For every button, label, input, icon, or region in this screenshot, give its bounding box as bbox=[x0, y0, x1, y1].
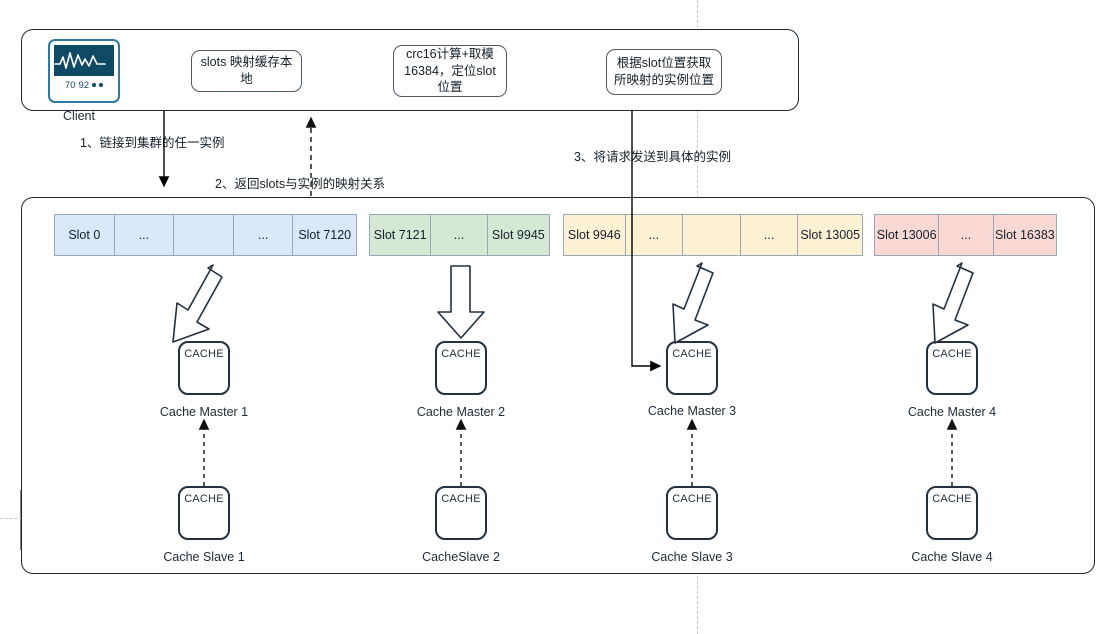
cache-master-1-caption: Cache Master 1 bbox=[159, 405, 249, 419]
cache-node-box: CACHE bbox=[666, 486, 718, 540]
cache-master-3[interactable]: CACHE bbox=[666, 341, 718, 395]
cache-master-4[interactable]: CACHE bbox=[926, 341, 978, 395]
cache-node-label: CACHE bbox=[672, 493, 712, 505]
cache-node-label: CACHE bbox=[441, 348, 481, 360]
slot-cell[interactable]: ... bbox=[114, 215, 175, 255]
cache-node-label: CACHE bbox=[184, 348, 224, 360]
cache-node-box: CACHE bbox=[666, 341, 718, 395]
flow-label-2: 2、返回slots与实例的映射关系 bbox=[215, 177, 386, 191]
cache-node-label: CACHE bbox=[932, 348, 972, 360]
note-locate-instance-text: 根据slot位置获取所映射的实例位置 bbox=[613, 56, 714, 87]
cache-node-label: CACHE bbox=[441, 493, 481, 505]
cache-slave-4[interactable]: CACHE bbox=[926, 486, 978, 540]
waveform-screen bbox=[54, 45, 114, 76]
slot-cell[interactable]: ... bbox=[625, 215, 684, 255]
slot-range-1[interactable]: Slot 0 ... ... Slot 7120 bbox=[54, 214, 357, 256]
client-node[interactable]: 70 92 Client bbox=[48, 39, 120, 124]
slot-cell[interactable]: Slot 13005 bbox=[798, 215, 862, 255]
cache-node-box: CACHE bbox=[435, 486, 487, 540]
slot-cell[interactable]: ... bbox=[431, 215, 488, 255]
cache-slave-2-caption: CacheSlave 2 bbox=[422, 550, 500, 564]
cache-slave-4-caption: Cache Slave 4 bbox=[911, 550, 993, 564]
client-readout: 70 92 bbox=[54, 76, 114, 94]
cache-node-box: CACHE bbox=[178, 486, 230, 540]
cache-slave-3-caption: Cache Slave 3 bbox=[651, 550, 733, 564]
slot-cell[interactable]: ... bbox=[740, 215, 799, 255]
flow-label-1: 1、链接到集群的任一实例 bbox=[80, 136, 225, 150]
slot-cell[interactable]: ... bbox=[939, 215, 994, 255]
cache-master-2[interactable]: CACHE bbox=[435, 341, 487, 395]
slot-cell[interactable]: Slot 0 bbox=[55, 215, 115, 255]
slot-cell[interactable]: Slot 7120 bbox=[293, 215, 357, 255]
slot-cell[interactable] bbox=[683, 215, 741, 255]
monitor-waveform-icon: 70 92 bbox=[48, 39, 120, 103]
cache-node-box: CACHE bbox=[435, 341, 487, 395]
cache-node-box: CACHE bbox=[926, 486, 978, 540]
flow-label-3: 3、将请求发送到具体的实例 bbox=[574, 150, 731, 164]
cache-slave-3[interactable]: CACHE bbox=[666, 486, 718, 540]
cache-master-2-caption: Cache Master 2 bbox=[416, 405, 506, 419]
guide-line-horizontal-left bbox=[0, 518, 22, 519]
client-caption: Client bbox=[63, 109, 95, 123]
slot-cell[interactable]: Slot 16383 bbox=[993, 215, 1056, 255]
cache-node-box: CACHE bbox=[178, 341, 230, 395]
slot-cell[interactable]: Slot 9945 bbox=[487, 215, 549, 255]
slot-cell[interactable]: Slot 7121 bbox=[370, 215, 432, 255]
slot-range-4[interactable]: Slot 13006 ... Slot 16383 bbox=[874, 214, 1057, 256]
note-locate-instance[interactable]: 根据slot位置获取所映射的实例位置 bbox=[606, 49, 722, 95]
cache-master-4-caption: Cache Master 4 bbox=[907, 405, 997, 419]
slot-range-2[interactable]: Slot 7121 ... Slot 9945 bbox=[369, 214, 550, 256]
client-indicator-dot-2 bbox=[99, 83, 104, 87]
client-readout-left: 70 bbox=[64, 79, 76, 91]
cache-node-label: CACHE bbox=[184, 493, 224, 505]
cache-master-1[interactable]: CACHE bbox=[178, 341, 230, 395]
cache-node-label: CACHE bbox=[672, 348, 712, 360]
cache-slave-2[interactable]: CACHE bbox=[435, 486, 487, 540]
note-slots-cache[interactable]: slots 映射缓存本地 bbox=[191, 50, 302, 92]
slot-cell[interactable]: Slot 9946 bbox=[564, 215, 626, 255]
slot-cell[interactable] bbox=[174, 215, 234, 255]
cache-slave-1-caption: Cache Slave 1 bbox=[163, 550, 245, 564]
note-slots-cache-text: slots 映射缓存本地 bbox=[200, 55, 293, 86]
cache-node-label: CACHE bbox=[932, 493, 972, 505]
cache-slave-1[interactable]: CACHE bbox=[178, 486, 230, 540]
client-readout-right: 92 bbox=[78, 79, 90, 91]
slot-range-3[interactable]: Slot 9946 ... ... Slot 13005 bbox=[563, 214, 863, 256]
note-crc16[interactable]: crc16计算+取模16384，定位slot位置 bbox=[393, 45, 507, 97]
cache-node-box: CACHE bbox=[926, 341, 978, 395]
client-indicator-dot-1 bbox=[92, 83, 97, 87]
cache-master-3-caption: Cache Master 3 bbox=[647, 404, 737, 418]
slot-cell[interactable]: ... bbox=[233, 215, 294, 255]
slot-cell[interactable]: Slot 13006 bbox=[875, 215, 940, 255]
note-crc16-text: crc16计算+取模16384，定位slot位置 bbox=[404, 46, 496, 95]
